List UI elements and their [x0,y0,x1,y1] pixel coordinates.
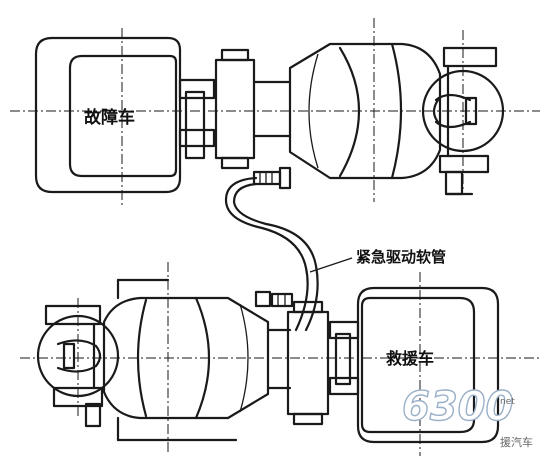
hose-label: 紧急驱动软管 [356,248,446,266]
rescue-vehicle-label: 救援车 [386,349,434,368]
rescue-vehicle [20,262,540,456]
faulty-vehicle [10,18,540,206]
watermark-source: 援汽车 [500,435,533,449]
emergency-drive-hose [224,166,353,332]
faulty-vehicle-label: 故障车 [84,107,135,128]
watermark-suffix: net [500,397,515,407]
watermark-number: 6300 [402,384,513,430]
